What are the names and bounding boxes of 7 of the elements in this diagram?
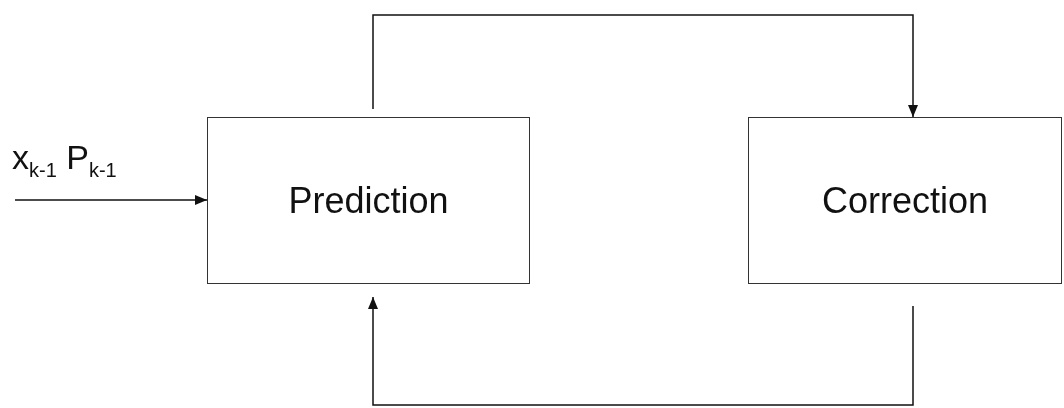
arrow — [368, 296, 914, 406]
box-label: Correction — [821, 179, 989, 222]
process-box — [207, 117, 530, 284]
arrow — [14, 195, 208, 205]
box-label: Prediction — [288, 179, 449, 222]
arrow — [372, 14, 918, 118]
process-box — [748, 117, 1062, 284]
